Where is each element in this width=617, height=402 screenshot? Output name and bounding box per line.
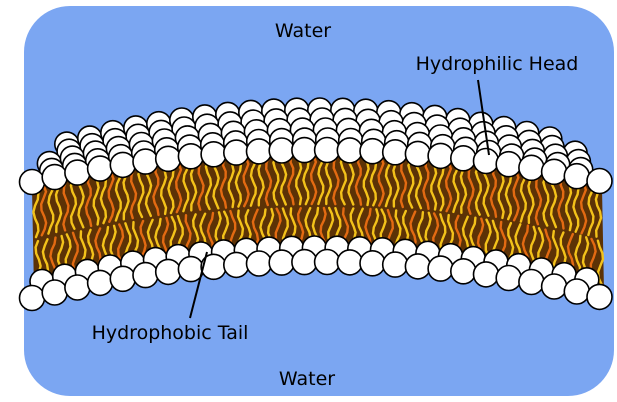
lipid-head xyxy=(383,140,408,165)
lipid-head xyxy=(428,256,453,281)
lipid-head xyxy=(42,165,67,190)
lipid-head xyxy=(20,286,45,311)
lipid-head xyxy=(451,259,476,284)
lipid-head xyxy=(88,156,113,181)
lipid-head xyxy=(451,146,476,171)
lipid-head xyxy=(224,252,249,277)
lipid-head xyxy=(474,262,499,287)
lipid-head xyxy=(20,170,45,195)
lipid-head xyxy=(292,250,317,275)
lipid-head xyxy=(315,250,340,275)
lipid-head xyxy=(65,160,90,185)
lipid-head xyxy=(42,280,67,305)
lipid-head xyxy=(587,284,612,309)
lipid-head xyxy=(428,143,453,168)
lipid-head xyxy=(474,149,499,174)
lipid-head xyxy=(247,139,272,164)
lipid-head xyxy=(405,141,430,166)
lipid-head xyxy=(542,274,567,299)
lipid-head xyxy=(178,144,203,169)
lipid-head xyxy=(201,142,226,167)
lipid-head xyxy=(292,138,317,163)
lipid-head xyxy=(564,279,589,304)
lipid-head xyxy=(247,251,272,276)
lipid-head xyxy=(156,146,181,171)
lipid-head xyxy=(110,266,135,291)
lipid-head xyxy=(383,252,408,277)
lipid-head xyxy=(224,140,249,165)
lipid-head xyxy=(65,275,90,300)
lipid-head xyxy=(542,159,567,184)
lipid-head xyxy=(337,250,362,275)
lipid-head xyxy=(496,266,521,291)
lipid-head xyxy=(360,139,385,164)
lipid-head xyxy=(269,138,294,163)
hydrophilic-head-label: Hydrophilic Head xyxy=(416,53,579,75)
lipid-head xyxy=(156,259,181,284)
lipid-head xyxy=(496,152,521,177)
lipid-head xyxy=(519,270,544,295)
lipid-head xyxy=(88,270,113,295)
lipid-head xyxy=(360,251,385,276)
water-bottom-label: Water xyxy=(279,368,335,390)
lipid-head xyxy=(110,152,135,177)
hydrophobic-tail-label: Hydrophobic Tail xyxy=(92,322,249,344)
lipid-head xyxy=(519,155,544,180)
lipid-head xyxy=(133,149,158,174)
lipid-head xyxy=(405,254,430,279)
lipid-head xyxy=(337,138,362,163)
lipid-head xyxy=(315,138,340,163)
lipid-head xyxy=(269,250,294,275)
lipid-head xyxy=(133,263,158,288)
lipid-head xyxy=(564,164,589,189)
lipid-head xyxy=(587,169,612,194)
water-top-label: Water xyxy=(275,20,331,42)
